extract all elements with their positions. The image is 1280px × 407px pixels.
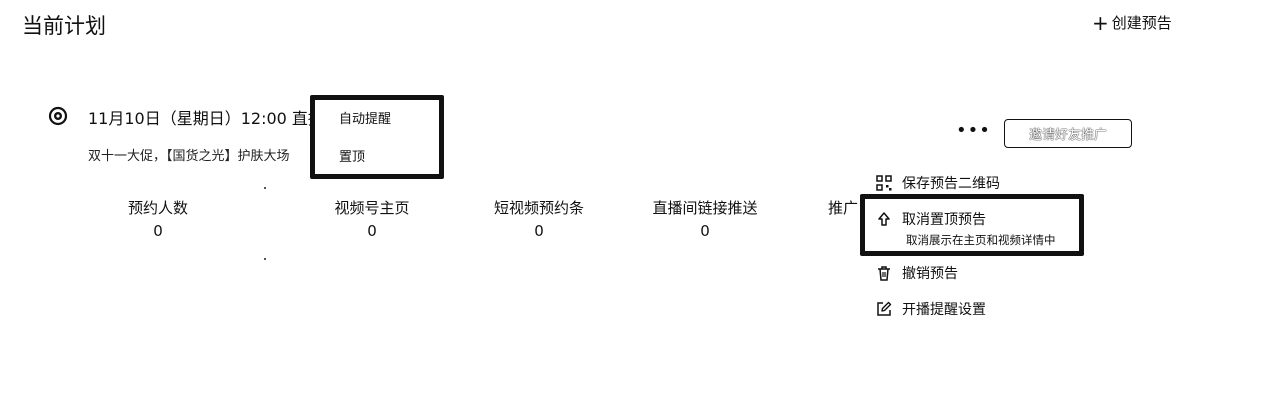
live-icon [48, 106, 68, 126]
revoke-item[interactable]: 撤销预告 [876, 263, 958, 283]
highlight-box [860, 194, 1084, 256]
cancel-pin-item[interactable]: 取消置顶预告 [876, 209, 986, 229]
create-trailer-label: 创建预告 [1111, 14, 1172, 32]
stat-label: 推广 [828, 199, 859, 217]
stat-link-push: 直播间链接推送 0 [645, 197, 765, 240]
revoke-label: 撤销预告 [902, 266, 958, 282]
stat-label: 预约人数 [127, 199, 188, 217]
stat-profile: 视频号主页 0 [322, 197, 422, 240]
qr-code-icon [876, 175, 892, 191]
reminder-settings-item[interactable]: 开播提醒设置 [876, 299, 986, 319]
invite-promote-button[interactable]: 邀请好友推广 [1004, 119, 1132, 148]
plus-icon: + [1092, 10, 1109, 35]
stat-reservations: 预约人数 0 [118, 197, 198, 240]
stat-short-video: 短视频预约条 0 [479, 197, 599, 240]
stat-label: 直播间链接推送 [652, 199, 758, 217]
divider-dot [264, 187, 266, 189]
pin-up-arrow-icon [878, 212, 890, 226]
edit-icon [877, 301, 892, 316]
stat-value: 0 [367, 222, 377, 240]
page-title: 当前计划 [22, 14, 106, 38]
cancel-pin-subtitle: 取消展示在主页和视频详情中 [906, 233, 1056, 247]
overlay-menu: 自动提醒 置顶 [310, 95, 444, 179]
stat-promotion: 推广 [828, 197, 868, 218]
create-trailer-button[interactable]: + 创建预告 [1092, 12, 1172, 33]
stat-value: 0 [534, 222, 544, 240]
more-button[interactable]: ••• [956, 120, 991, 141]
save-qr-item[interactable]: 保存预告二维码 [876, 173, 1000, 193]
auto-reminder-option[interactable]: 自动提醒 [339, 112, 392, 127]
divider-dot [264, 258, 266, 260]
save-qr-label: 保存预告二维码 [902, 176, 1000, 192]
stat-label: 短视频预约条 [493, 199, 584, 217]
stats-row: 预约人数 0 视频号主页 0 短视频预约条 0 直播间链接推送 0 推广 [0, 197, 880, 257]
pin-option[interactable]: 置顶 [339, 150, 366, 165]
stat-label: 视频号主页 [334, 199, 410, 217]
plan-datetime: 11月10日（星期日）12:00 直播 [88, 109, 324, 128]
stat-value: 0 [700, 222, 710, 240]
trash-icon [878, 266, 890, 281]
cancel-pin-label: 取消置顶预告 [902, 212, 986, 228]
plan-description: 双十一大促，【国货之光】护肤大场 [88, 149, 290, 164]
stat-value: 0 [153, 222, 163, 240]
reminder-settings-label: 开播提醒设置 [902, 302, 986, 318]
